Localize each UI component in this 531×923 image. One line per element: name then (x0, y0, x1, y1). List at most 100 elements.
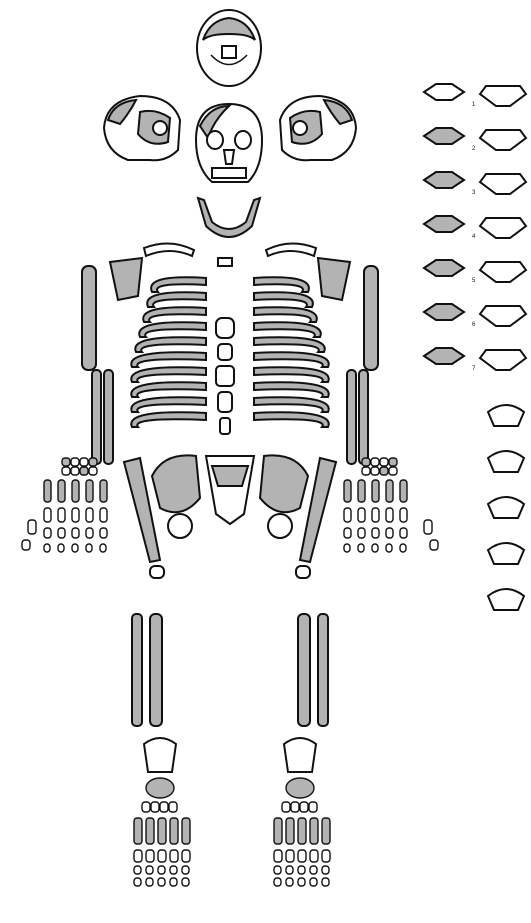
metacarpal (44, 480, 51, 502)
carpal (62, 458, 70, 466)
thumb-phalanx (430, 540, 438, 550)
sacrum (206, 456, 254, 524)
metatarsal (310, 818, 318, 844)
left-rib (139, 322, 206, 337)
metacarpal (386, 480, 393, 502)
left-patella (150, 566, 164, 578)
cervical-vertebra-left-column (424, 348, 464, 364)
proximal-phalanx (322, 850, 330, 862)
metatarsal (182, 818, 190, 844)
vertebra-number-label: 6 (472, 322, 476, 328)
metacarpal (400, 480, 407, 502)
right-clavicle (266, 243, 316, 256)
proximal-phalanx (100, 508, 107, 522)
middle-phalanx (344, 528, 351, 538)
left-foot-bones (134, 738, 190, 886)
left-scapula (110, 258, 142, 300)
talus (144, 738, 176, 772)
lumbar-vertebra (488, 405, 524, 426)
carpal (389, 467, 397, 475)
carpal (380, 467, 388, 475)
vertebra-number-label: 4 (472, 234, 476, 240)
left-rib (131, 397, 206, 412)
proximal-phalanx (158, 850, 166, 862)
right-radius-ulna (347, 370, 368, 464)
proximal-phalanx (344, 508, 351, 522)
metacarpal (344, 480, 351, 502)
metatarsal (322, 818, 330, 844)
metatarsal (298, 818, 306, 844)
distal-phalanx (58, 544, 64, 552)
metatarsal (286, 818, 294, 844)
lumbar-vertebra (488, 589, 524, 610)
proximal-phalanx (274, 850, 282, 862)
metacarpal (58, 480, 65, 502)
proximal-phalanx (134, 850, 142, 862)
metatarsal (146, 818, 154, 844)
vertebra-number-label: 7 (472, 366, 476, 372)
skull-right-lateral (280, 96, 356, 160)
distal-phalanx (146, 878, 153, 886)
cervical-vertebra-left-column (424, 216, 464, 232)
left-clavicle (144, 243, 194, 256)
carpal (89, 467, 97, 475)
tarsal (282, 802, 290, 812)
tarsal (142, 802, 150, 812)
carpal (371, 458, 379, 466)
vertebra-right-column (480, 262, 526, 282)
right-ribs (254, 277, 329, 427)
distal-phalanx (400, 544, 406, 552)
right-patella (296, 566, 310, 578)
middle-phalanx (286, 866, 293, 874)
distal-phalanx (182, 878, 189, 886)
middle-phalanx (322, 866, 329, 874)
left-rib (131, 367, 206, 382)
proximal-phalanx (358, 508, 365, 522)
carpal (380, 458, 388, 466)
talus (284, 738, 316, 772)
proximal-phalanx (146, 850, 154, 862)
middle-phalanx (182, 866, 189, 874)
proximal-phalanx (372, 508, 379, 522)
distal-phalanx (322, 878, 329, 886)
distal-phalanx (310, 878, 317, 886)
right-os-coxae (260, 455, 308, 538)
cervical-vertebra-left-column (424, 260, 464, 276)
middle-phalanx (72, 528, 79, 538)
left-ribs (131, 277, 206, 427)
proximal-phalanx (72, 508, 79, 522)
distal-phalanx (344, 544, 350, 552)
vertebra-number-label: 3 (472, 190, 476, 196)
proximal-phalanx (182, 850, 190, 862)
proximal-phalanx (298, 850, 306, 862)
right-foot-bones (274, 738, 330, 886)
distal-phalanx (134, 878, 141, 886)
carpal (371, 467, 379, 475)
calcaneus (146, 778, 174, 798)
carpal (71, 458, 79, 466)
cervical-vertebra-left-column (424, 128, 464, 144)
carpal (62, 467, 70, 475)
left-rib (151, 277, 206, 292)
right-rib (254, 382, 329, 397)
right-rib (254, 412, 329, 427)
tarsal (160, 802, 168, 812)
proximal-phalanx (310, 850, 318, 862)
metacarpal (100, 480, 107, 502)
proximal-phalanx (86, 508, 93, 522)
proximal-phalanx (286, 850, 294, 862)
vertebra-right-column (480, 86, 526, 106)
right-rib (254, 352, 329, 367)
metacarpal (372, 480, 379, 502)
distal-phalanx (158, 878, 165, 886)
left-os-coxae (152, 455, 200, 538)
metatarsal (170, 818, 178, 844)
proximal-phalanx (58, 508, 65, 522)
right-rib (254, 397, 329, 412)
right-rib (254, 292, 313, 307)
right-scapula (318, 258, 350, 300)
thumb-phalanx (28, 520, 36, 534)
vertebra-right-column (480, 174, 526, 194)
tarsal (291, 802, 299, 812)
proximal-phalanx (170, 850, 178, 862)
